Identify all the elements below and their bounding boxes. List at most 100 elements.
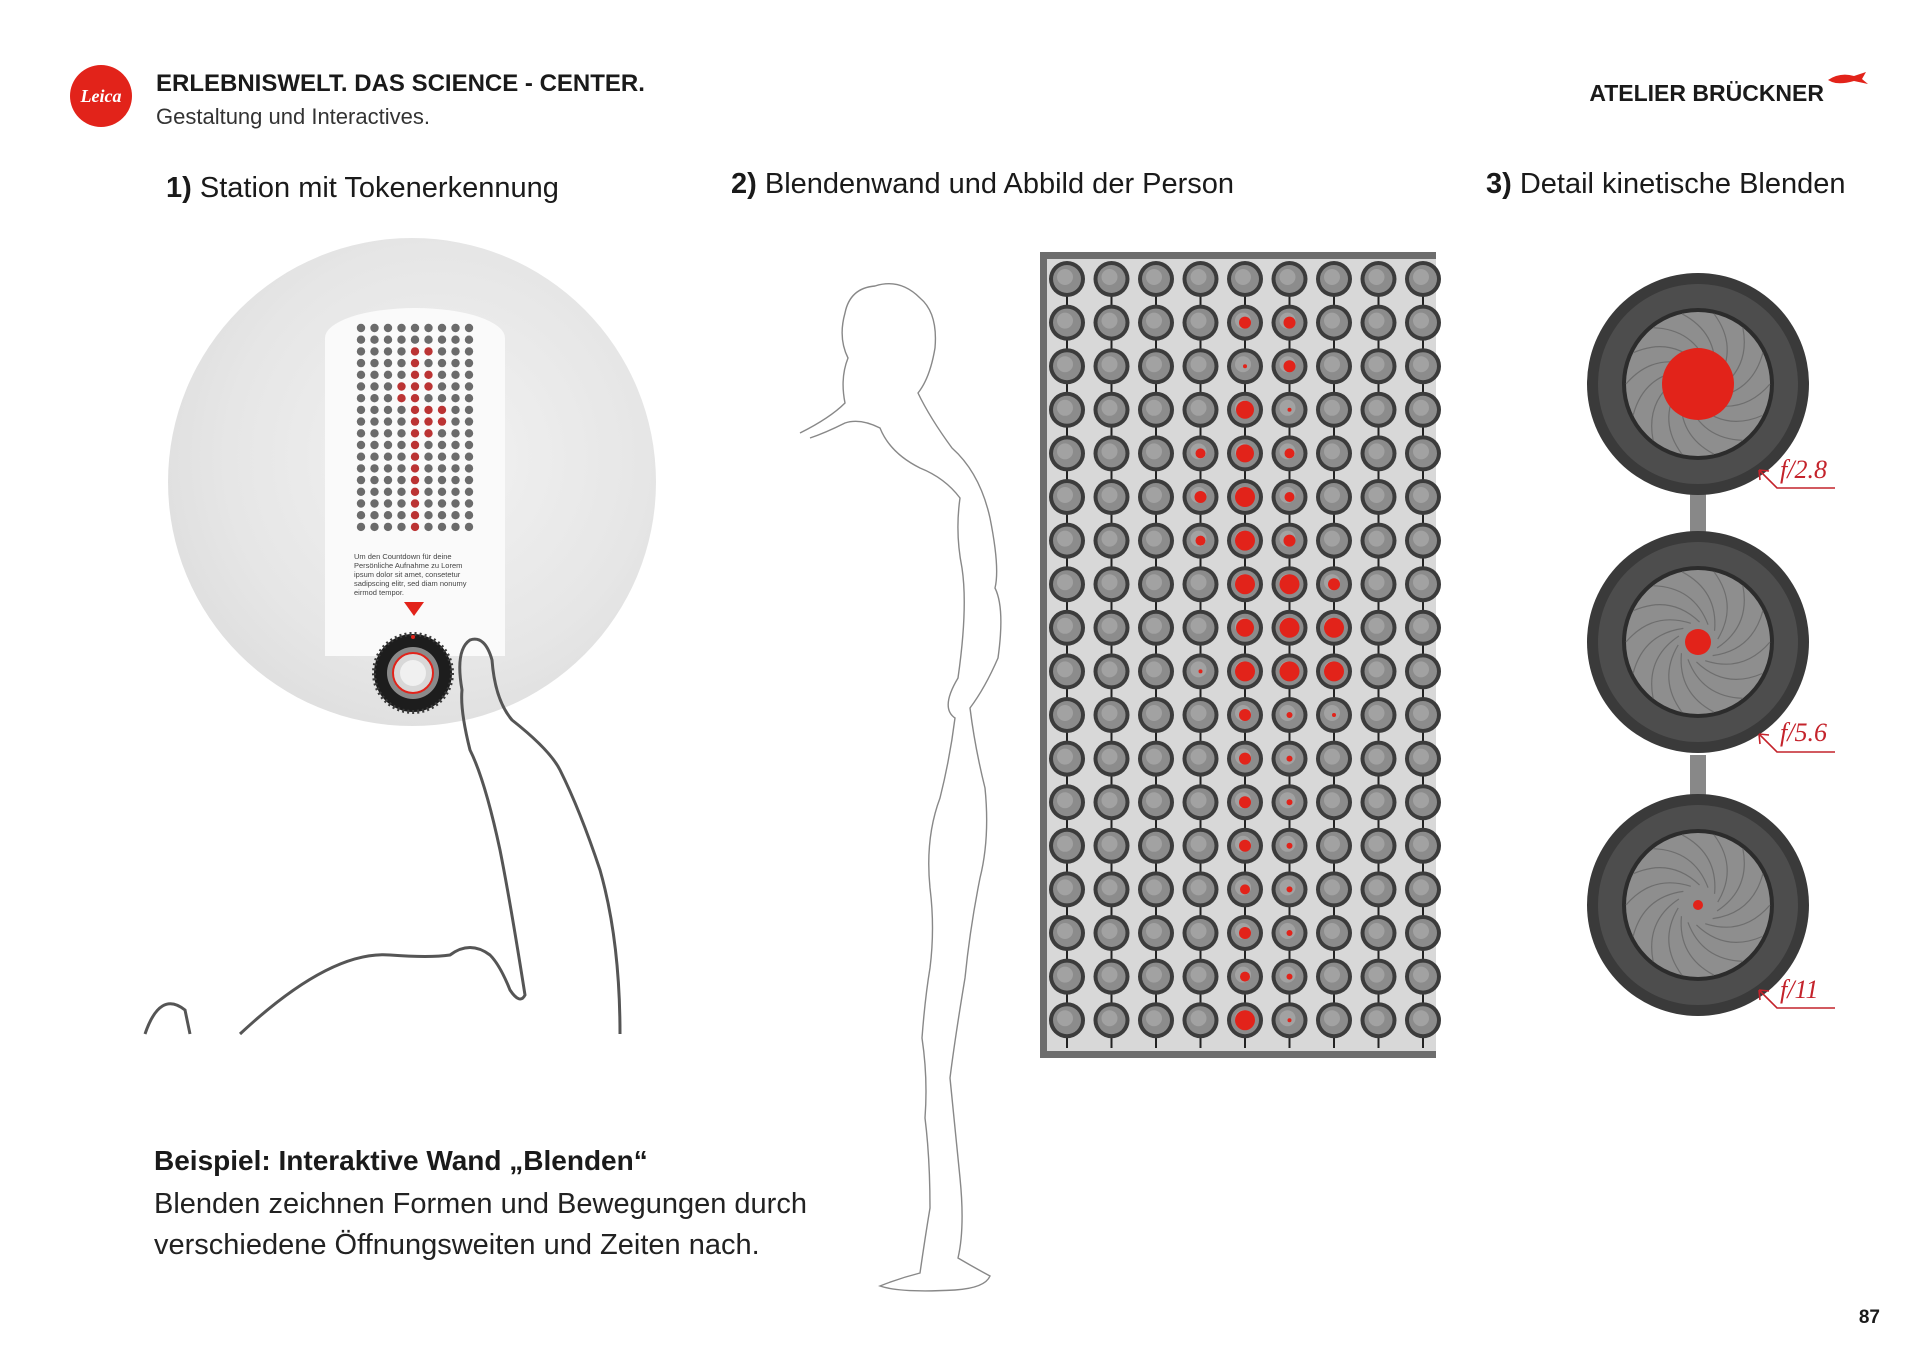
aperture-detail-small [1587, 794, 1809, 1016]
header-title: ERLEBNISWELT. DAS SCIENCE - CENTER. [156, 70, 645, 97]
mini-aperture [451, 335, 460, 344]
mini-aperture [464, 370, 474, 379]
mini-aperture [451, 323, 460, 333]
mini-aperture [424, 475, 433, 485]
mini-aperture [356, 429, 366, 438]
mini-aperture [410, 487, 420, 496]
wall-aperture-highlight [1413, 661, 1429, 678]
mini-aperture [397, 522, 406, 532]
mini-aperture [397, 487, 406, 496]
wall-aperture-highlight [1413, 792, 1429, 809]
section-number-3: 3) [1486, 168, 1512, 200]
mini-aperture [356, 452, 366, 461]
wall-aperture-opening [1236, 618, 1254, 637]
wall-aperture-highlight [1057, 312, 1073, 329]
mini-aperture [397, 440, 406, 450]
mini-aperture [356, 511, 366, 520]
wall-aperture-opening [1239, 752, 1251, 765]
wall-aperture-highlight [1324, 399, 1340, 416]
aperture-blade-edge [1681, 834, 1716, 894]
wall-aperture-opening [1239, 927, 1251, 939]
aperture-wall [1040, 252, 1441, 1058]
wall-aperture-opening [1324, 661, 1344, 682]
fish-icon [1828, 72, 1868, 84]
fstop-label-3: f/11 [1780, 975, 1819, 1004]
mini-aperture [356, 405, 366, 415]
mini-aperture [437, 394, 447, 403]
mini-aperture [424, 358, 433, 368]
wall-aperture-highlight [1190, 574, 1207, 591]
mini-aperture [383, 370, 393, 379]
wall-aperture-highlight [1235, 356, 1251, 373]
wall-aperture-highlight [1279, 269, 1296, 285]
wall-aperture-opening [1240, 971, 1250, 982]
wall-aperture-highlight [1368, 574, 1385, 591]
mini-aperture [370, 335, 379, 344]
mini-aperture [451, 440, 460, 450]
wall-aperture-opening [1239, 709, 1251, 721]
wall-aperture-highlight [1101, 399, 1118, 416]
wall-aperture-highlight [1146, 748, 1162, 765]
mini-aperture [464, 358, 474, 368]
mini-aperture [383, 475, 393, 485]
mini-aperture [451, 487, 460, 496]
mini-aperture [383, 511, 393, 520]
aperture-blade-edge [1696, 661, 1764, 680]
wall-aperture-highlight [1368, 923, 1385, 939]
mini-aperture [356, 464, 366, 473]
wall-aperture-highlight [1190, 356, 1207, 373]
aperture-blade-edge [1625, 882, 1691, 906]
mini-aperture [451, 429, 460, 438]
mini-aperture [397, 335, 406, 344]
wall-aperture-opening [1279, 661, 1300, 682]
mini-aperture [383, 358, 393, 368]
wall-aperture-highlight [1146, 792, 1162, 809]
wall-aperture-opening [1239, 839, 1251, 852]
mini-aperture [397, 475, 406, 485]
wall-aperture-highlight [1101, 356, 1118, 373]
wall-aperture-highlight [1279, 1010, 1296, 1027]
mini-aperture [410, 335, 420, 344]
wall-aperture-highlight [1324, 966, 1340, 983]
wall-aperture-highlight [1368, 617, 1385, 634]
aperture-opening [1693, 900, 1703, 910]
wall-aperture-highlight [1368, 705, 1385, 721]
mini-aperture [424, 370, 433, 379]
wall-aperture-opening [1286, 930, 1293, 936]
mini-aperture [410, 347, 420, 356]
section-title-1: 1) Station mit Tokenerkennung [166, 172, 559, 205]
mini-aperture [437, 452, 447, 461]
mini-aperture [424, 452, 433, 461]
mini-aperture [424, 487, 433, 496]
wall-aperture-highlight [1368, 661, 1385, 678]
wall-aperture-highlight [1324, 923, 1340, 939]
token-reader-knob[interactable] [372, 632, 454, 714]
mini-aperture [356, 382, 366, 391]
wall-aperture-highlight [1368, 269, 1385, 285]
wall-aperture-highlight [1057, 748, 1073, 765]
header-subtitle: Gestaltung und Interactives. [156, 104, 430, 129]
mini-aperture [437, 475, 447, 485]
mini-aperture [397, 452, 406, 461]
mini-aperture [356, 487, 366, 496]
fstop-label-1: f/2.8 [1780, 455, 1827, 484]
mini-aperture [437, 499, 447, 508]
mini-aperture-grid [356, 323, 474, 532]
mini-aperture [424, 405, 433, 415]
mini-aperture [410, 464, 420, 473]
mini-aperture [397, 405, 406, 415]
station-instruction: Um den Countdown für deine Persönliche A… [354, 552, 467, 597]
mini-aperture [370, 323, 379, 333]
mini-aperture [410, 394, 420, 403]
wall-aperture-highlight [1324, 835, 1340, 852]
wall-aperture-opening [1194, 491, 1207, 503]
wall-aperture-highlight [1101, 966, 1118, 983]
mini-aperture [410, 323, 420, 333]
mini-aperture [397, 417, 406, 426]
wall-aperture-highlight [1146, 269, 1162, 285]
wall-aperture-highlight [1057, 792, 1073, 809]
leica-logo: Leica [70, 65, 132, 127]
wall-aperture-highlight [1190, 705, 1207, 721]
mini-aperture [356, 347, 366, 356]
wall-aperture-highlight [1413, 748, 1429, 765]
